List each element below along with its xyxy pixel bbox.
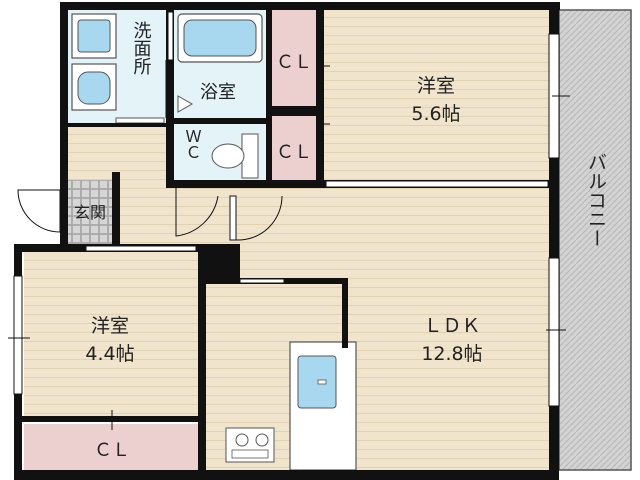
washroom-shelf — [115, 117, 165, 124]
bathtub-icon — [177, 13, 263, 63]
entrance-tiles — [68, 180, 112, 244]
doors — [17, 60, 330, 430]
washbasin-icon — [71, 13, 117, 59]
western-room-south-size: 4.4帖 — [85, 343, 134, 365]
closet-south — [24, 424, 198, 470]
balcony-area — [558, 9, 632, 471]
hall-floor-2 — [168, 188, 238, 248]
ldk-size: 12.8帖 — [421, 343, 482, 365]
washing-machine-icon — [71, 63, 117, 111]
closet-lower — [272, 116, 316, 182]
toilet-icon — [211, 133, 259, 179]
western-room-north-floor — [323, 10, 549, 182]
closet-upper — [272, 10, 316, 106]
western-room-north-name: 洋室 — [417, 75, 455, 97]
stove-icon — [225, 427, 275, 463]
western-room-south-name: 洋室 — [91, 315, 129, 337]
balcony-label: バルコニー — [585, 153, 607, 248]
western-room-north-size: 5.6帖 — [411, 103, 460, 125]
western-room-south-floor — [24, 252, 198, 418]
closet-south-label: ＣＬ — [94, 440, 130, 461]
washroom-label: 洗面所 — [131, 21, 152, 75]
sink-icon — [297, 355, 337, 409]
closet-upper-label: ＣＬ — [276, 52, 312, 73]
ldk-name: ＬＤＫ — [423, 315, 480, 337]
closet-lower-label: ＣＬ — [276, 142, 312, 163]
entrance-label: 玄関 — [74, 203, 106, 222]
bath-label: 浴室 — [200, 82, 236, 103]
bath-step-icon — [177, 95, 194, 113]
wc-label: ＷＣ — [183, 128, 202, 160]
